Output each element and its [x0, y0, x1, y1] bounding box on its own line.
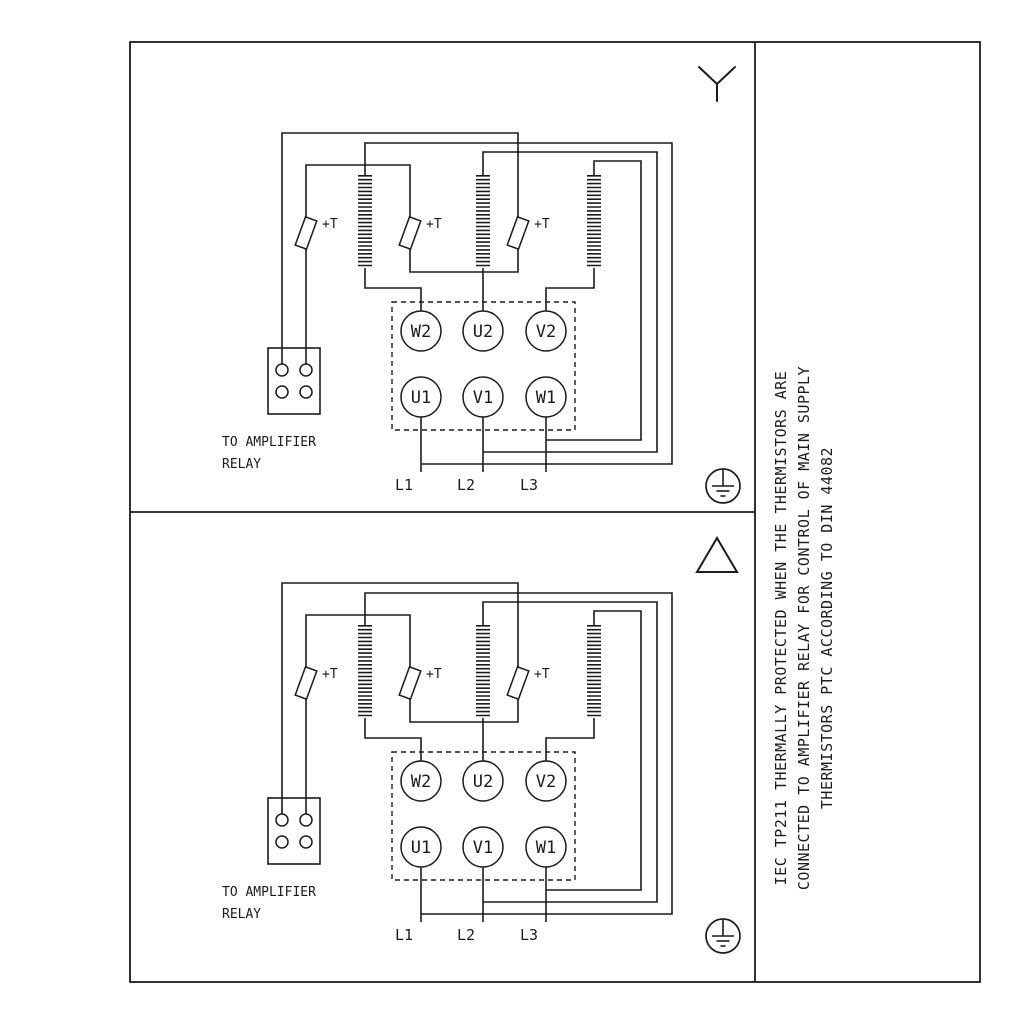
- ground-circle: [705, 468, 741, 504]
- relay-contact-3: [275, 385, 289, 399]
- terminal-box-outline: [391, 751, 576, 881]
- terminal-u2-label: U2: [473, 772, 493, 792]
- wire-coil2-to-v1-loop: [482, 151, 658, 453]
- wire-coil1-to-w2: [364, 268, 422, 311]
- relay-box: [267, 797, 321, 865]
- relay-contact-2: [299, 813, 313, 827]
- star-connection-icon: [698, 66, 736, 102]
- terminal-w2-label: W2: [411, 322, 431, 342]
- supply-l1-label: L1: [395, 476, 413, 494]
- thermistor-1-symbol: [294, 665, 318, 701]
- side-note-line-2: CONNECTED TO AMPLIFIER RELAY FOR CONTROL…: [795, 366, 813, 890]
- terminal-w2: [400, 310, 442, 352]
- wire-coil2-to-v1-loop: [482, 601, 658, 903]
- wire-coil3-to-v2: [545, 268, 595, 311]
- terminal-w1-label: W1: [536, 838, 556, 858]
- star-icon-arms: [698, 66, 736, 86]
- thermistor-3-label: +T: [534, 217, 550, 232]
- delta-connection-icon: [695, 536, 739, 573]
- supply-l2-label: L2: [457, 926, 475, 944]
- thermistor-2-symbol: [398, 215, 422, 251]
- thermistor-3-label: +T: [534, 667, 550, 682]
- wire-coil1-to-w2: [364, 718, 422, 761]
- earth-ground-icon: [705, 468, 741, 504]
- thermistor-3-symbol: [506, 665, 530, 701]
- wire-coil1-to-u1-loop: [364, 592, 673, 915]
- thermistor-2-label: +T: [426, 667, 442, 682]
- relay-caption-line1: TO AMPLIFIER: [222, 435, 316, 450]
- delta-icon-triangle: [695, 536, 739, 573]
- terminal-box-outline: [391, 301, 576, 431]
- thermistor-2-label: +T: [426, 217, 442, 232]
- supply-l1-label: L1: [395, 926, 413, 944]
- wire-relay-to-thermistor3: [281, 582, 519, 814]
- relay-caption-line2: RELAY: [222, 457, 261, 472]
- relay-contact-3: [275, 835, 289, 849]
- supply-l3-label: L3: [520, 476, 538, 494]
- wire-coil3-to-w1-loop: [546, 610, 642, 891]
- terminal-w2-label: W2: [411, 772, 431, 792]
- panel-delta: +T +T +T W2 U2 V2 U1 V1 W1 TO AMPLIFIER …: [222, 536, 741, 954]
- terminal-w1: [525, 826, 567, 868]
- relay-contact-2: [299, 363, 313, 377]
- relay-contact-4: [299, 385, 313, 399]
- wire-thermistor2-to-thermistor3: [409, 248, 519, 273]
- terminal-v2-label: V2: [536, 322, 556, 342]
- relay-contact-4: [299, 835, 313, 849]
- thermistor-1-label: +T: [322, 667, 338, 682]
- terminal-w1: [525, 376, 567, 418]
- thermistor-1-symbol: [294, 215, 318, 251]
- relay-contact-1: [275, 813, 289, 827]
- terminal-u2-label: U2: [473, 322, 493, 342]
- earth-ground-icon: [705, 918, 741, 954]
- terminal-v1: [462, 376, 504, 418]
- terminal-v1: [462, 826, 504, 868]
- terminal-v1-label: V1: [473, 838, 493, 858]
- thermistor-3-symbol: [506, 215, 530, 251]
- wire-relay-to-thermistor3: [281, 132, 519, 364]
- terminal-u2: [462, 310, 504, 352]
- wire-thermistor1-to-thermistor2: [305, 614, 411, 668]
- supply-l3-label: L3: [520, 926, 538, 944]
- thermistor-2-symbol: [398, 665, 422, 701]
- wire-thermistor1-to-thermistor2: [305, 164, 411, 218]
- terminal-u2: [462, 760, 504, 802]
- wire-thermistor2-to-thermistor3: [409, 698, 519, 723]
- side-note-line-1: IEC TP211 THERMALLY PROTECTED WHEN THE T…: [772, 371, 790, 886]
- terminal-u1-label: U1: [411, 838, 431, 858]
- relay-caption-line2: RELAY: [222, 907, 261, 922]
- terminal-v2-label: V2: [536, 772, 556, 792]
- relay-box: [267, 347, 321, 415]
- terminal-w2: [400, 760, 442, 802]
- terminal-v2: [525, 760, 567, 802]
- side-note: IEC TP211 THERMALLY PROTECTED WHEN THE T…: [772, 366, 836, 890]
- side-note-line-3: THERMISTORS PTC ACCORDING TO DIN 44082: [818, 447, 836, 809]
- panel-star: +T +T +T W2 U2 V2 U1 V1 W1 TO AMPLIFIER …: [222, 66, 741, 504]
- wire-coil1-to-u1-loop: [364, 142, 673, 465]
- thermistor-1-label: +T: [322, 217, 338, 232]
- relay-caption-line1: TO AMPLIFIER: [222, 885, 316, 900]
- terminal-v1-label: V1: [473, 388, 493, 408]
- terminal-u1: [400, 826, 442, 868]
- wire-coil3-to-v2: [545, 718, 595, 761]
- relay-contact-1: [275, 363, 289, 377]
- ground-circle: [705, 918, 741, 954]
- terminal-v2: [525, 310, 567, 352]
- supply-l2-label: L2: [457, 476, 475, 494]
- terminal-u1: [400, 376, 442, 418]
- wire-coil3-to-w1-loop: [546, 160, 642, 441]
- terminal-w1-label: W1: [536, 388, 556, 408]
- terminal-u1-label: U1: [411, 388, 431, 408]
